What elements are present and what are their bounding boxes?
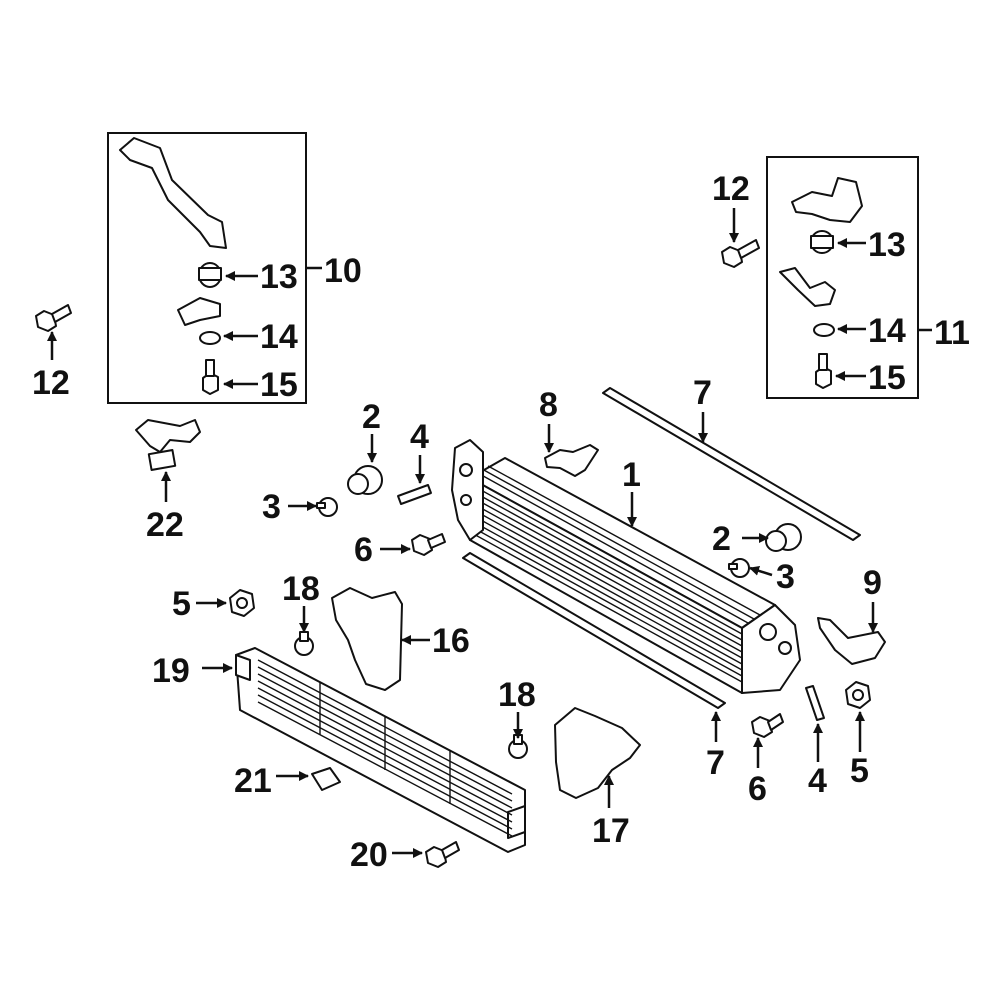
group-box-right xyxy=(766,156,919,399)
callout-7-upper: 7 xyxy=(693,374,712,412)
grommet-13-left xyxy=(198,262,222,288)
air-deflector-16 xyxy=(331,587,403,691)
leader-lines xyxy=(47,208,932,858)
bolt-right xyxy=(751,713,784,738)
push-clip-right xyxy=(508,734,528,759)
pin-right xyxy=(728,558,750,578)
clip-bracket-left xyxy=(177,297,221,326)
bolt-15-left xyxy=(202,359,219,395)
bolt-15-right xyxy=(815,353,832,389)
insulator-right xyxy=(765,523,802,552)
callout-4-right: 4 xyxy=(808,762,827,800)
mount-bracket-right xyxy=(791,177,863,223)
radiator-fins xyxy=(469,465,761,683)
callout-14-right: 14 xyxy=(868,312,906,350)
seal-strip-upper xyxy=(602,387,861,541)
callout-4-left: 4 xyxy=(410,418,429,456)
callout-15-left: 15 xyxy=(260,366,298,404)
callout-13-right: 13 xyxy=(868,226,906,264)
callout-21: 21 xyxy=(234,762,272,800)
clip-bracket-right xyxy=(779,267,836,307)
right-bracket xyxy=(817,617,886,665)
bolt-20 xyxy=(425,841,460,868)
callout-11: 11 xyxy=(934,314,970,352)
small-clip-21 xyxy=(311,767,341,791)
nut-left xyxy=(229,589,255,617)
washer-14-left xyxy=(199,331,221,345)
callout-6-left: 6 xyxy=(354,531,373,569)
callout-17: 17 xyxy=(592,812,630,850)
callout-19: 19 xyxy=(152,652,190,690)
grommet-13-right xyxy=(810,230,834,254)
callout-18-left: 18 xyxy=(282,570,320,608)
callout-18-right: 18 xyxy=(498,676,536,714)
callout-2-right: 2 xyxy=(712,520,731,558)
washer-14-right xyxy=(813,323,835,337)
stud-left xyxy=(397,484,432,505)
callout-7-lower: 7 xyxy=(706,744,725,782)
nut-right xyxy=(845,681,871,709)
radiator-core xyxy=(451,439,801,694)
upper-bracket xyxy=(544,444,599,477)
callout-labels: 1 2 2 3 3 4 4 5 5 6 6 7 7 8 9 10 11 12 1… xyxy=(32,170,970,874)
callout-3-right: 3 xyxy=(776,558,795,596)
callout-12-left: 12 xyxy=(32,364,70,402)
callout-15-right: 15 xyxy=(868,359,906,397)
pin-left xyxy=(316,497,338,517)
insulator-left xyxy=(347,465,383,495)
bolt-12-right xyxy=(721,239,760,268)
bolt-left xyxy=(411,533,446,556)
callout-8: 8 xyxy=(539,386,558,424)
callout-5-right: 5 xyxy=(850,752,869,790)
bolt-12-left xyxy=(35,304,72,332)
callout-20: 20 xyxy=(350,836,388,874)
callout-1: 1 xyxy=(622,456,641,494)
callout-22: 22 xyxy=(146,506,184,544)
wiring-harness xyxy=(135,419,201,471)
callout-2-left: 2 xyxy=(362,398,381,436)
grille-slats xyxy=(257,659,513,837)
seal-strip-lower xyxy=(462,552,726,709)
air-deflector-17 xyxy=(554,707,641,799)
shutter-grille xyxy=(235,647,526,853)
stud-right xyxy=(805,685,825,721)
callout-9: 9 xyxy=(863,564,882,602)
mount-bracket-left xyxy=(119,137,227,249)
callout-16: 16 xyxy=(432,622,470,660)
callout-14-left: 14 xyxy=(260,318,298,356)
callout-12-right: 12 xyxy=(712,170,750,208)
push-clip-left xyxy=(294,631,314,656)
callout-5-left: 5 xyxy=(172,585,191,623)
callout-10: 10 xyxy=(324,252,362,290)
callout-13-left: 13 xyxy=(260,258,298,296)
callout-3-left: 3 xyxy=(262,488,281,526)
callout-6-right: 6 xyxy=(748,770,767,808)
